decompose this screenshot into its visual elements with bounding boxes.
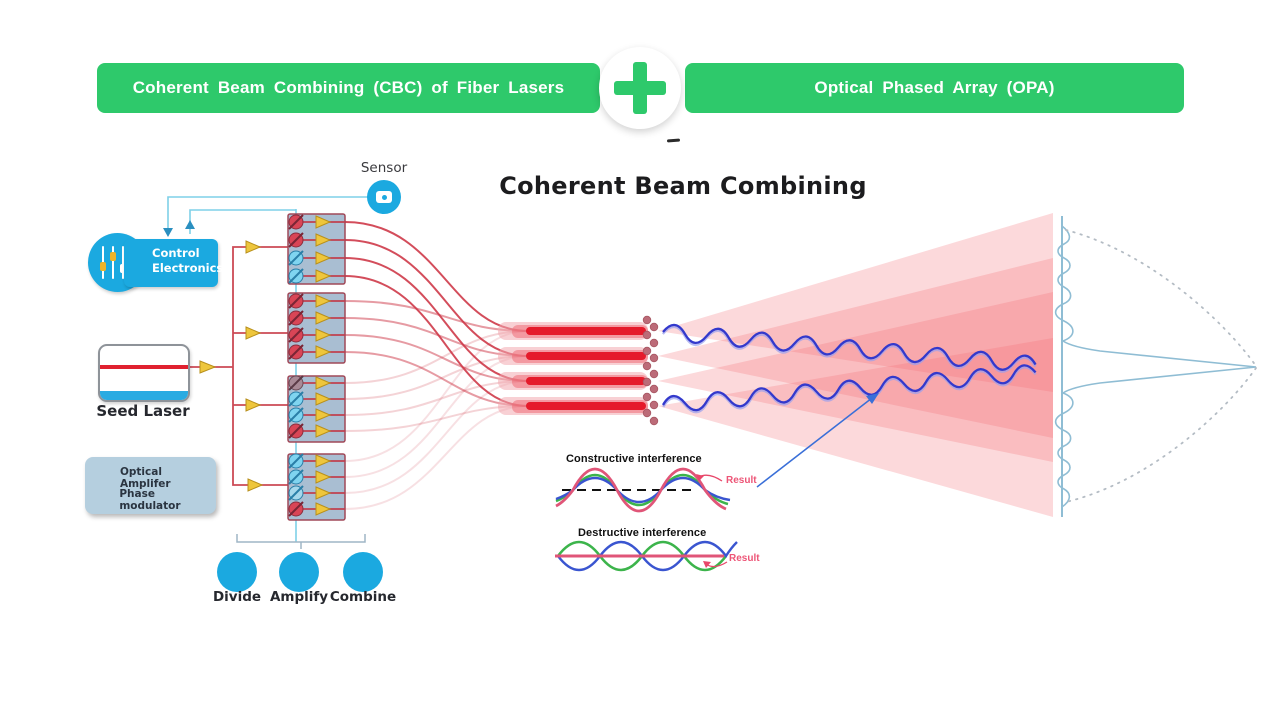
constructive-interference-title: Constructive interference [566, 453, 702, 465]
legend-modulator-label: Phase modulator [119, 488, 181, 512]
destructive-result-label: Result [729, 553, 760, 564]
legend-box: Optical Amplifer Phase modulator [85, 457, 216, 514]
steps-bracket [236, 534, 366, 549]
seed-laser-base [100, 391, 188, 400]
control-electronics-box [124, 239, 218, 287]
constructive-result-label: Result [726, 475, 757, 486]
feedback-lines [163, 196, 368, 237]
sensor-label: Sensor [360, 160, 408, 176]
destructive-interference-title: Destructive interference [578, 527, 707, 539]
wave-annotation-arrow [756, 393, 879, 488]
banner-right-label: Optical Phased Array (OPA) [814, 78, 1055, 97]
legend-amplifier-label: Optical Amplifer [119, 466, 171, 490]
constructive-interference-plot [555, 467, 731, 513]
emitter-array-dots [642, 315, 659, 426]
module-4 [287, 453, 346, 521]
seed-laser-box [98, 344, 190, 402]
plus-icon [614, 81, 666, 95]
step-label-amplify: Amplify [269, 589, 329, 605]
amplify-icon [279, 552, 319, 592]
sensor-camera-icon [367, 180, 401, 214]
banner-left-label: Coherent Beam Combining (CBC) of Fiber L… [132, 78, 565, 97]
diagram-title: Coherent Beam Combining [499, 172, 867, 200]
module-3 [287, 375, 346, 443]
phase-wave-lower [661, 364, 1037, 414]
feed-arrow-icons [199, 240, 264, 492]
seed-distribution-bus [186, 240, 288, 492]
banner-left: Coherent Beam Combining (CBC) of Fiber L… [97, 63, 600, 113]
combined-beam-cones [658, 213, 1053, 517]
divide-icon [217, 552, 257, 592]
phase-wave-upper [661, 323, 1037, 373]
far-field-intensity-profile [1054, 216, 1257, 517]
module-1 [287, 213, 346, 285]
step-label-divide: Divide [212, 589, 262, 605]
combine-icon [343, 552, 383, 592]
laser-line [100, 365, 188, 369]
control-electronics-label: Control Electronics [152, 246, 224, 275]
banner-right: Optical Phased Array (OPA) [685, 63, 1184, 113]
step-label-combine: Combine [329, 589, 397, 605]
fiber-routing-curves [344, 221, 529, 510]
destructive-interference-plot [555, 540, 738, 572]
seed-laser-label: Seed Laser [96, 402, 190, 420]
amplifier-module-stack [287, 213, 346, 521]
module-2 [287, 292, 346, 364]
fiber-amplifier-bars [498, 322, 648, 415]
